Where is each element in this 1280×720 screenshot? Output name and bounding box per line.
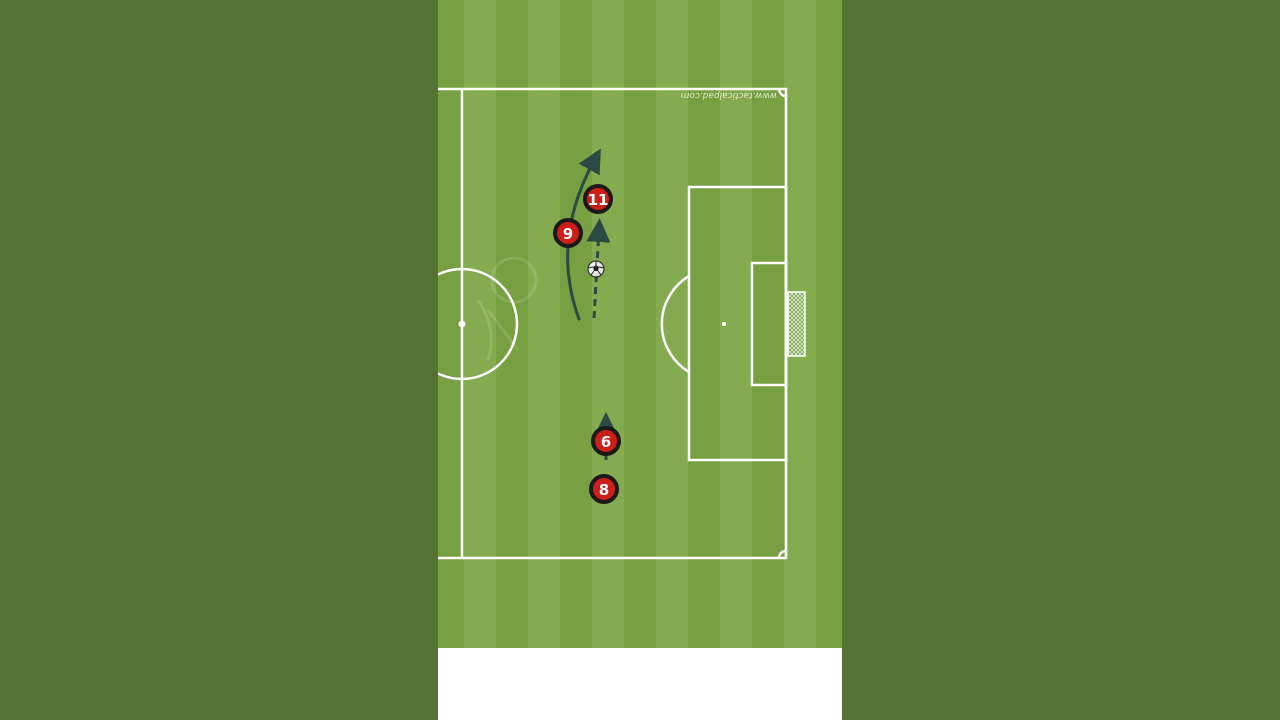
goal-icon (787, 291, 806, 357)
bottom-white-bar (438, 648, 842, 720)
player-8[interactable]: 8 (589, 474, 619, 504)
left-blurred-background (0, 0, 438, 720)
player-6[interactable]: 6 (591, 426, 621, 456)
player-9[interactable]: 9 (553, 218, 583, 248)
video-frame[interactable]: www.tacticalpad.com 11 (438, 0, 842, 720)
goal-area (750, 261, 788, 387)
right-blurred-background (842, 0, 1280, 720)
player-11[interactable]: 11 (583, 184, 613, 214)
player-number: 6 (601, 433, 611, 451)
penalty-spot (722, 322, 726, 326)
grass-stripes (438, 0, 842, 648)
tactics-board: www.tacticalpad.com 11 (438, 0, 842, 648)
soccer-ball-icon[interactable] (587, 260, 605, 278)
player-number: 9 (563, 225, 573, 243)
player-number: 11 (588, 191, 609, 209)
corner-arc-bottom (777, 549, 787, 559)
watermark-text: www.tacticalpad.com (680, 90, 777, 100)
player-number: 8 (599, 481, 609, 499)
dribble-arrow-ball (586, 218, 611, 319)
center-circle (438, 267, 519, 381)
corner-arc-top (777, 88, 787, 98)
center-spot (458, 320, 466, 328)
penalty-arc (660, 274, 690, 374)
pitch-svg: www.tacticalpad.com 11 (438, 0, 842, 648)
